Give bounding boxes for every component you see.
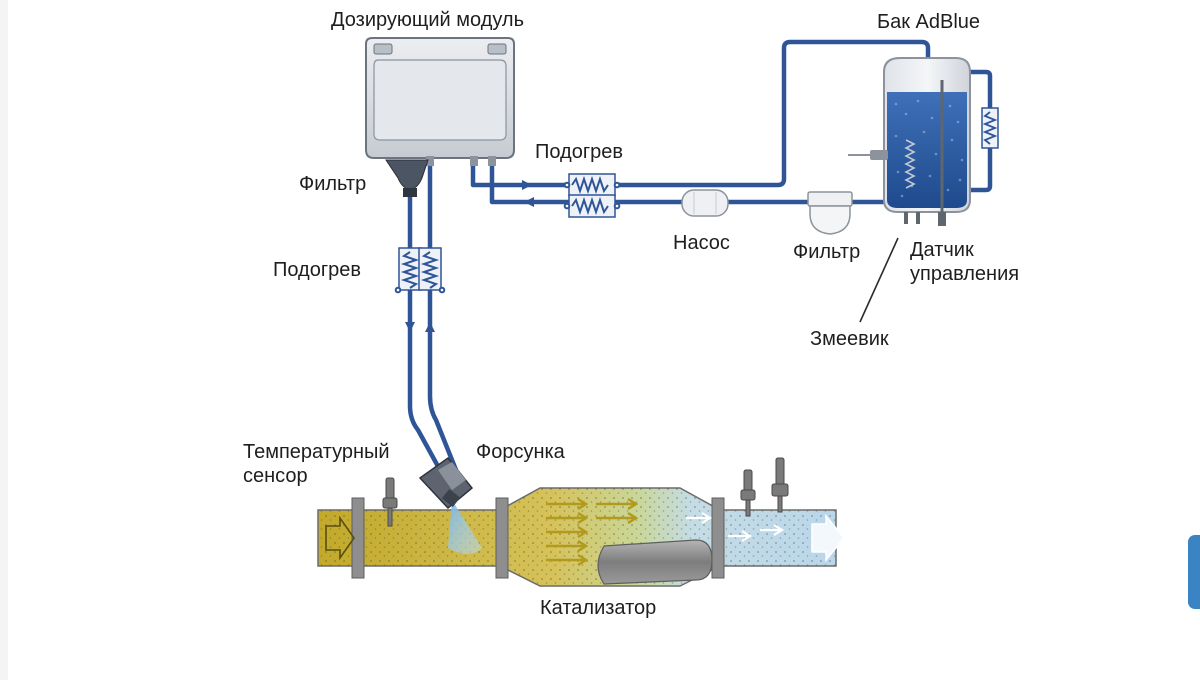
label-pump: Насос [673,232,730,254]
pipe-tank-to-module [470,39,931,188]
exhaust-sensors [382,457,789,527]
arrow-up [425,322,435,332]
sensor-right-1 [740,469,756,517]
label-filter-right: Фильтр [793,241,861,263]
module-lid [373,59,507,141]
side-scroll-tab[interactable] [1188,535,1200,609]
flange-left [351,497,365,579]
module-filter [385,159,429,191]
label-filter-left: Фильтр [299,173,367,195]
flow-arrows [405,180,534,332]
arrow-right-top [522,180,532,190]
label-heater-left: Подогрев [273,259,362,281]
label-coil: Змеевик [810,328,889,350]
flange-mid-right [711,497,725,579]
heater-top [563,173,621,218]
injector-spray [448,500,482,554]
label-dosing-module: Дозирующий модуль [331,9,525,31]
label-temp-sensor-line2: сенсор [243,465,308,487]
catalyst-body [597,539,713,585]
coil-leader-line [859,237,899,323]
pump [681,189,729,217]
arrow-down [405,322,415,332]
label-control-sensor-line1: Датчик [910,239,974,261]
sensor-right-2 [771,457,789,513]
pipework [407,39,993,473]
label-control-sensor: Датчик управления [910,238,1019,286]
arrow-left-bottom [524,197,534,207]
label-control-sensor-line2: управления [910,263,1020,285]
label-adblue-tank: Бак AdBlue [877,11,981,33]
dosing-module [365,37,515,197]
label-catalyst: Катализатор [540,597,657,619]
flange-mid-left [495,497,509,579]
label-temp-sensor-line1: Температурный [243,441,390,463]
filter-right [807,191,853,235]
heater-left [394,247,446,294]
tank-coil [904,139,916,189]
tank-liquid [887,92,967,208]
label-temperature-sensor: Температурный сенсор [243,440,390,488]
pipe-pump-line [489,159,686,205]
page-edge-strip [0,0,8,680]
label-injector: Форсунка [476,441,565,463]
pipe-module-to-injector-1 [407,193,443,473]
adblue-tank [848,57,999,226]
injector [418,456,474,510]
exhaust-system [317,487,846,587]
label-heater-top: Подогрев [535,141,624,163]
temperature-sensor [382,477,398,527]
pipe-module-to-injector-2 [427,161,459,473]
